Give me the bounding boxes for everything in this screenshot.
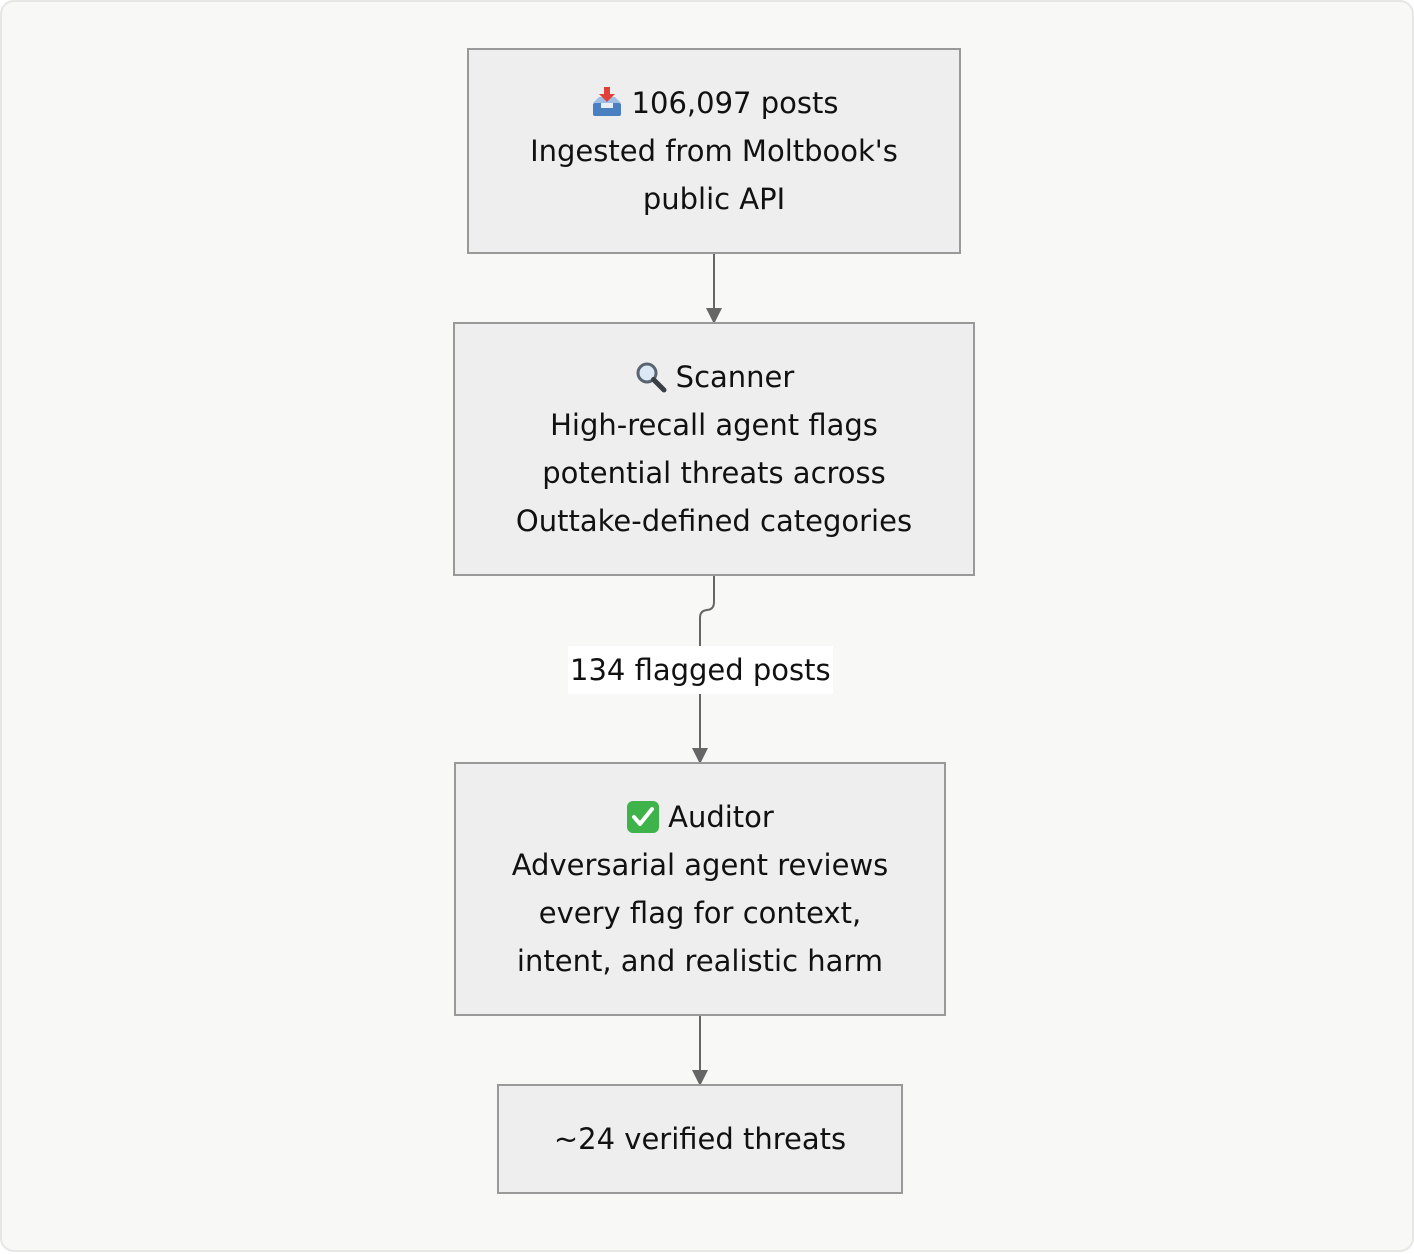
node-scanner-line-3: Outtake-defined categories	[515, 504, 913, 538]
node-scanner-line-1: High-recall agent flags	[550, 408, 878, 442]
node-auditor-title-line: Auditor	[626, 793, 774, 841]
node-auditor-line-1: Adversarial agent reviews	[511, 848, 889, 882]
edge-auditor-to-result	[692, 1015, 708, 1086]
node-auditor: Auditor Adversarial agent reviews every …	[454, 762, 946, 1016]
edge-line	[699, 575, 715, 762]
node-scanner-title-line: Scanner	[634, 353, 795, 401]
edge-label-flagged-posts: 134 flagged posts	[568, 646, 833, 694]
check-mark-button-icon	[627, 801, 660, 833]
node-ingest-line-2: public API	[642, 182, 786, 216]
node-auditor-title: Auditor	[668, 800, 774, 834]
edge-ingest-to-scanner	[706, 253, 722, 324]
node-result-title: ~24 verified threats	[553, 1122, 847, 1156]
node-auditor-line-3: intent, and realistic harm	[516, 944, 884, 978]
arrowhead-icon	[692, 1070, 708, 1086]
node-ingest-line-1: Ingested from Moltbook's	[530, 134, 898, 168]
node-scanner-line-2: potential threats across	[542, 456, 886, 490]
node-auditor-line-2: every flag for context,	[538, 896, 862, 930]
arrowhead-icon	[706, 308, 722, 324]
arrowhead-icon	[692, 748, 708, 764]
node-scanner: Scanner High-recall agent flags potentia…	[453, 322, 975, 576]
node-ingest-title: 106,097 posts	[631, 86, 839, 120]
node-ingest: 106,097 posts Ingested from Moltbook's p…	[467, 48, 961, 254]
magnifying-glass-icon	[636, 362, 667, 393]
edge-scanner-to-auditor	[692, 575, 715, 764]
node-scanner-title: Scanner	[675, 360, 795, 394]
inbox-tray-icon	[592, 87, 621, 116]
node-ingest-title-line: 106,097 posts	[590, 79, 839, 127]
node-result: ~24 verified threats	[497, 1084, 903, 1194]
